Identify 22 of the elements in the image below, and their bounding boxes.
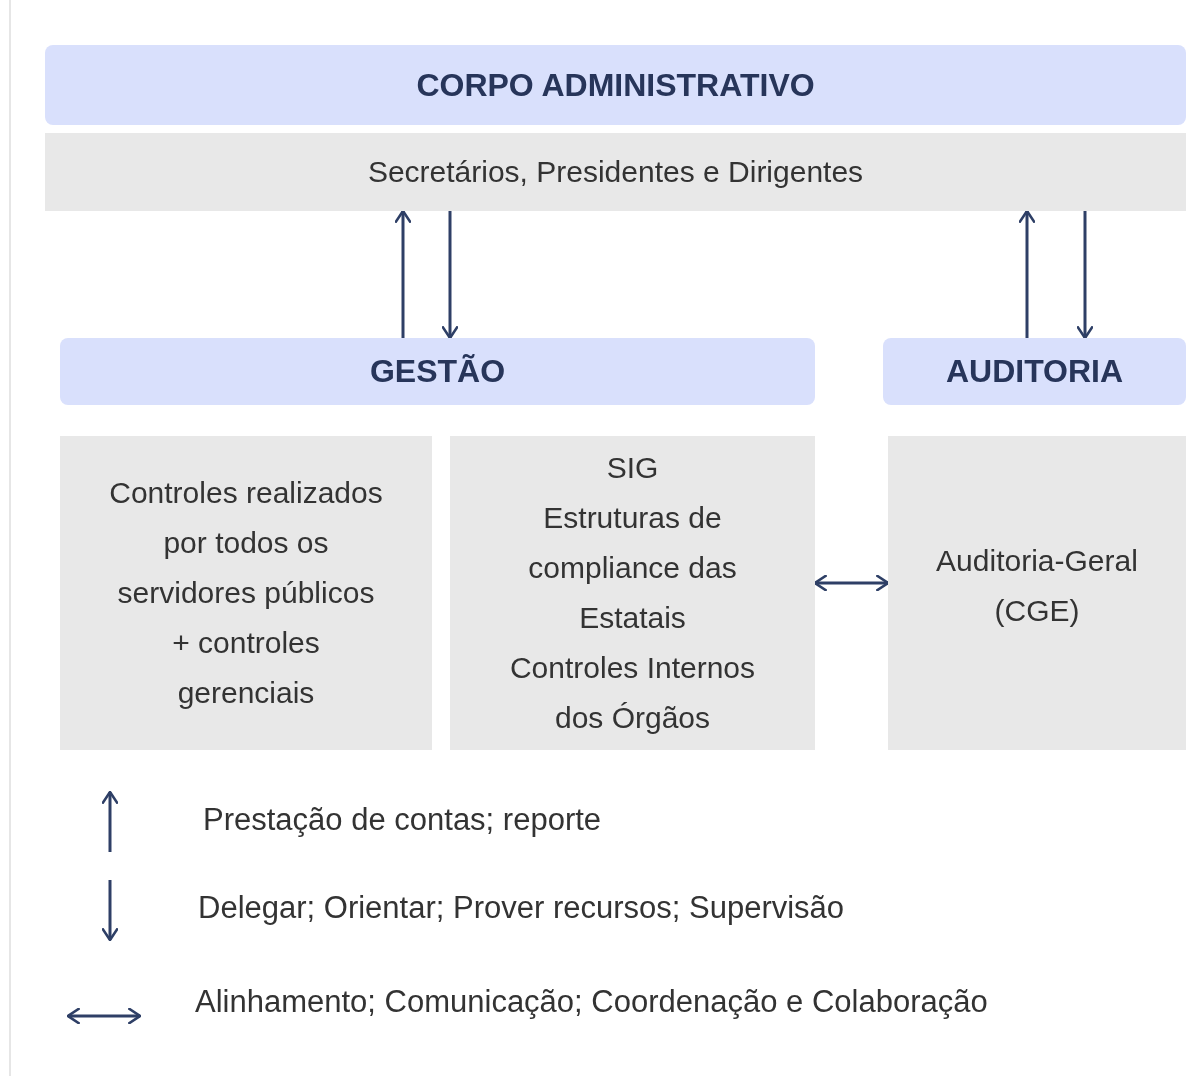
- arrow: [1075, 211, 1095, 340]
- body-text: Secretários, Presidentes e Dirigentes: [367, 154, 864, 190]
- section-heading: CORPO ADMINISTRATIVO: [416, 66, 815, 104]
- body-text: Controles Internos dos Órgãos: [508, 650, 757, 736]
- body-text: Controles realizados por todos os servidores públicos + controles gerenciais: [108, 475, 384, 711]
- legend-text: Prestação de contas; reporte: [203, 802, 602, 838]
- body-text: Estruturas de compliance das Estatais: [527, 500, 738, 636]
- body-text: Auditoria-Geral (CGE): [935, 543, 1139, 629]
- legend-text: Alinhamento; Comunicação; Coordenação e Colaboração: [195, 984, 988, 1020]
- header-band: [60, 338, 815, 405]
- arrow: [393, 209, 413, 338]
- role-band: [45, 133, 1186, 211]
- body-text: SIG: [606, 450, 659, 486]
- arrow: [440, 211, 460, 340]
- legend-text: Delegar; Orientar; Prover recursos; Supervisão: [198, 890, 845, 926]
- section-heading: GESTÃO: [369, 353, 506, 390]
- section-heading: AUDITORIA: [945, 353, 1124, 390]
- content-box: [888, 436, 1186, 750]
- content-box: [450, 436, 815, 750]
- arrow: [1017, 209, 1037, 338]
- header-band: [883, 338, 1186, 405]
- header-band: [45, 45, 1186, 125]
